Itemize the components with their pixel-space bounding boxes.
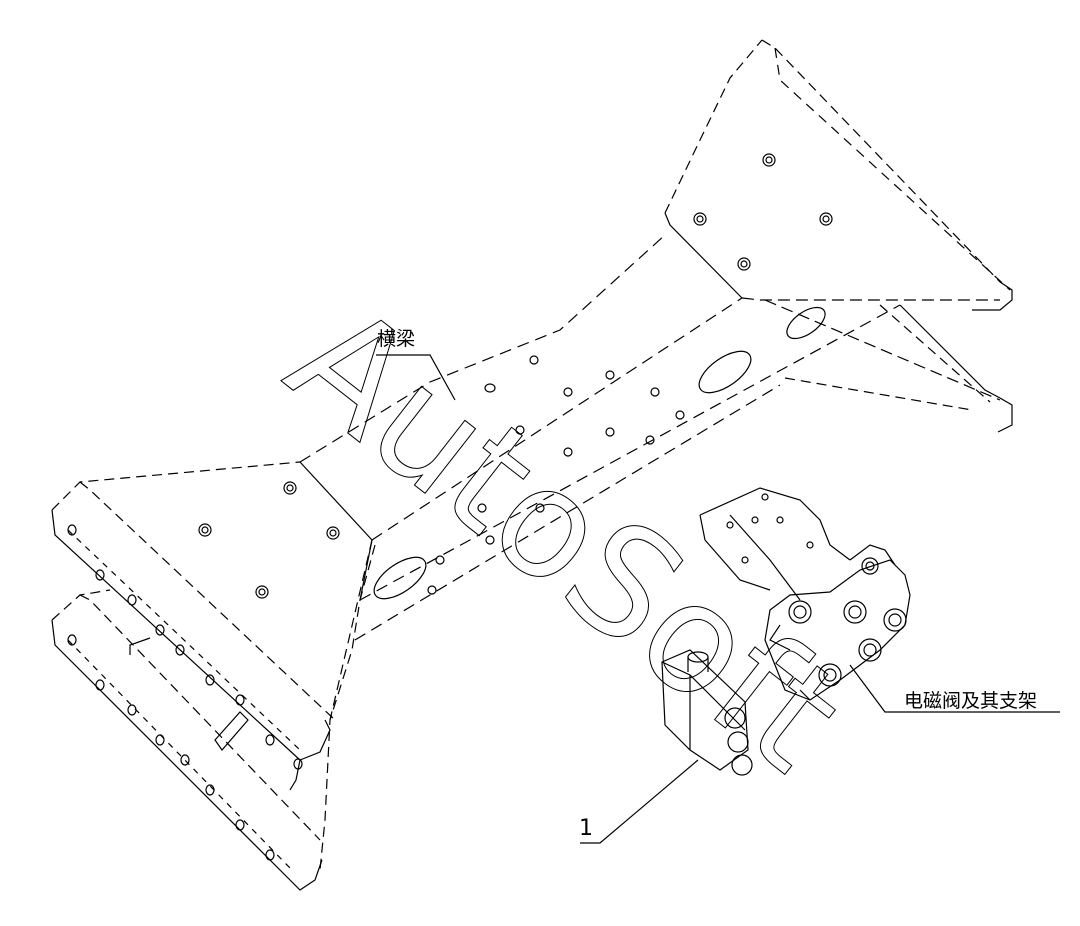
left-gusset-plate (51, 461, 373, 891)
part-1-block (661, 649, 753, 776)
left-plate-holes (67, 481, 340, 861)
crossbeam-label: 横梁 (377, 328, 416, 350)
right-gusset-plate (664, 39, 1013, 433)
part-1-callout: 1 (579, 816, 593, 841)
watermark: AutoSoft (257, 271, 873, 806)
valve-bracket (699, 487, 851, 591)
right-plate-holes (693, 153, 833, 271)
leader-lines (376, 354, 1060, 844)
svg-text:AutoSoft: AutoSoft (258, 271, 873, 805)
solenoid-valve-bracket-label: 电磁阀及其支架 (904, 690, 1038, 712)
crossbeam-body (299, 234, 901, 871)
solenoid-valve-block (764, 544, 911, 701)
